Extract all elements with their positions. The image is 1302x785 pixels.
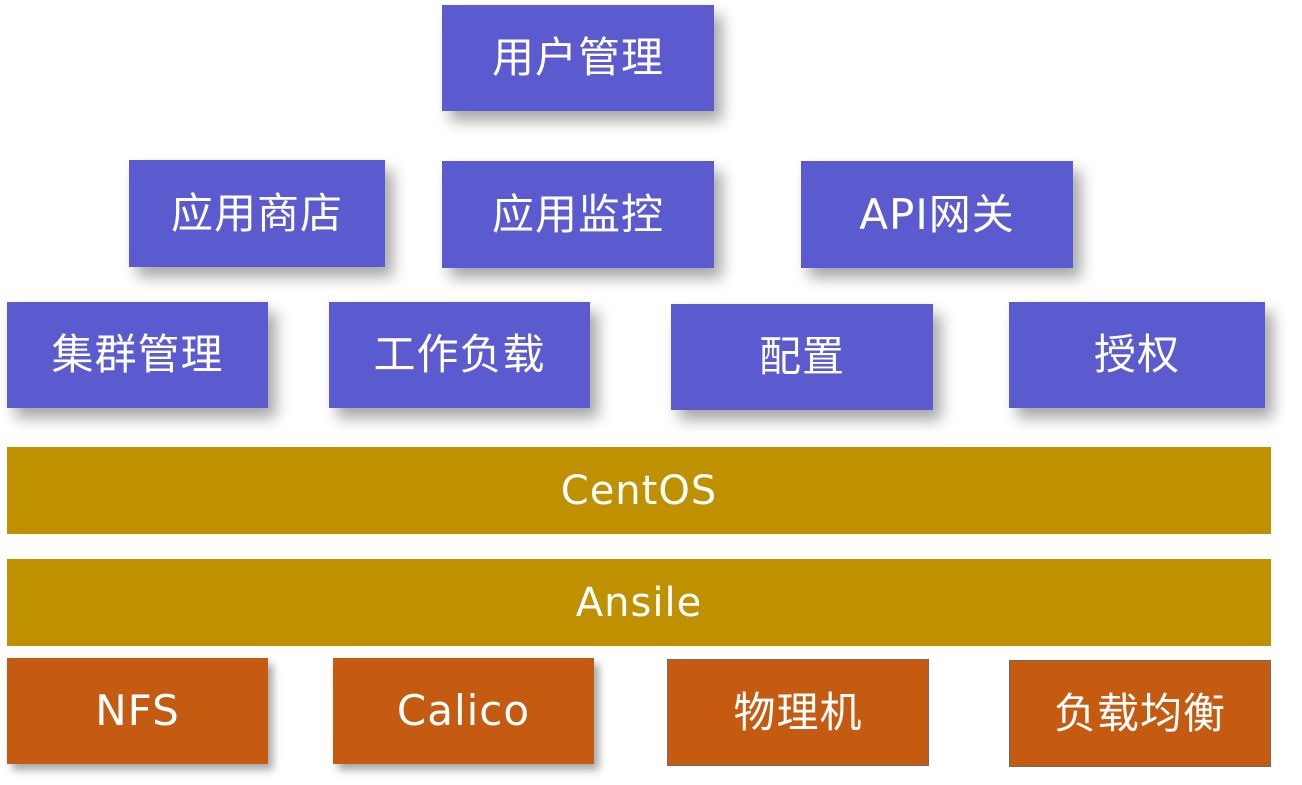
user-management-block: 用户管理 [442, 5, 714, 111]
cluster-management-label: 集群管理 [51, 330, 224, 379]
centos-bar: CentOS [7, 447, 1271, 534]
user-management-label: 用户管理 [491, 33, 664, 82]
app-store-label: 应用商店 [170, 188, 343, 238]
config-label: 配置 [758, 332, 845, 381]
app-store-block: 应用商店 [129, 160, 385, 267]
api-gateway-block: API网关 [801, 161, 1073, 268]
ansile-label: Ansile [575, 579, 703, 626]
nfs-block: NFS [7, 658, 268, 764]
physical-machine-label: 物理机 [733, 687, 863, 737]
api-gateway-label: API网关 [859, 189, 1015, 239]
authorization-block: 授权 [1009, 302, 1265, 408]
authorization-label: 授权 [1093, 330, 1180, 379]
load-balancer-block: 负载均衡 [1009, 660, 1271, 767]
cluster-management-block: 集群管理 [7, 302, 268, 408]
config-block: 配置 [671, 304, 933, 410]
calico-block: Calico [333, 658, 594, 764]
load-balancer-label: 负载均衡 [1053, 688, 1226, 738]
workload-label: 工作负载 [373, 330, 546, 379]
app-monitor-block: 应用监控 [442, 161, 714, 268]
centos-label: CentOS [560, 467, 718, 514]
physical-machine-block: 物理机 [667, 659, 929, 766]
calico-label: Calico [396, 686, 531, 735]
app-monitor-label: 应用监控 [491, 189, 664, 239]
ansile-bar: Ansile [7, 559, 1271, 646]
nfs-label: NFS [95, 686, 180, 735]
workload-block: 工作负载 [329, 302, 590, 408]
